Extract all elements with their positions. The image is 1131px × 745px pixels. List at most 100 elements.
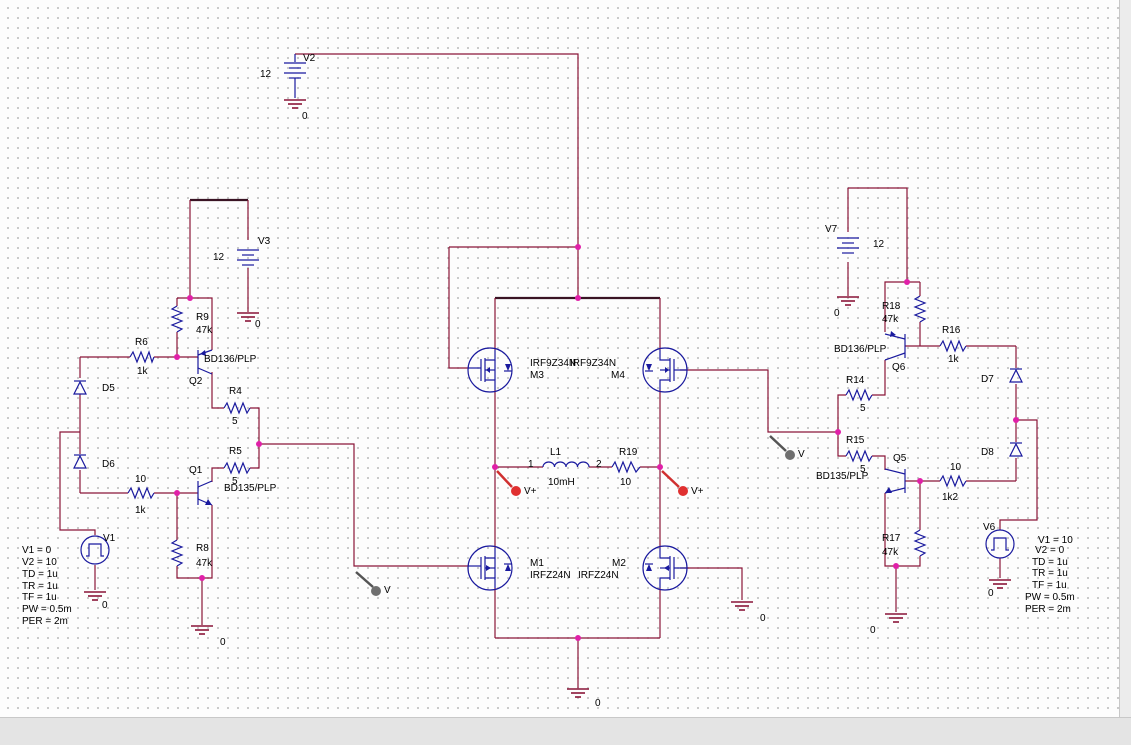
v6-param: V1 = 10 [1038,535,1073,546]
source-v2[interactable]: V2 12 [260,53,316,98]
mosfet-m2[interactable]: M2 IRFZ24N [578,545,688,591]
source-v6[interactable]: V6 V1 = 10 V2 = 0 TD = 1u TR = 1u TF = 1… [983,522,1075,615]
resistor-r10[interactable]: 10 1k [127,474,155,516]
source-v7[interactable]: V7 12 [825,224,885,254]
m1-model: IRFZ24N [530,570,571,581]
v6-param: TD = 1u [1032,557,1068,568]
diff-probe-plus[interactable]: V+ [496,470,537,497]
d5-ref: D5 [102,383,115,394]
r1k2-ref: 10 [950,462,962,473]
ground-left-label: 0 [220,637,226,648]
resistor-r6[interactable]: R6 1k [129,337,155,377]
v2-gnd-label: 0 [302,111,308,122]
v7-gnd-label: 0 [834,308,840,319]
q1-ref: Q1 [189,465,203,476]
r5-value: 5 [232,476,238,487]
vertical-scrollbar[interactable] [1119,0,1131,718]
v1-param: PW = 0.5m [22,604,72,615]
v1-param: V2 = 10 [22,557,57,568]
q1-model: BD135/PLP [224,483,277,494]
ground-v1: 0 [84,591,108,611]
diode-d7[interactable]: D7 [981,368,1023,385]
source-v3[interactable]: V3 12 [213,236,271,266]
diode-d5[interactable]: D5 [73,380,115,395]
resistor-r5[interactable]: R5 5 [223,446,251,487]
l1-value: 10mH [548,477,575,488]
ground-right: 0 [870,613,907,636]
resistor-r8[interactable]: R8 47k [170,539,213,569]
r8-ref: R8 [196,543,209,554]
resistor-r15[interactable]: R15 5 [845,435,873,475]
mosfet-m4[interactable]: IRF9Z34N M4 [570,347,688,393]
v6-gnd-label: 0 [988,588,994,599]
r15-value: 5 [860,464,866,475]
r9-ref: R9 [196,312,209,323]
ground-m2: 0 [731,601,766,624]
q2-ref: Q2 [189,376,203,387]
horizontal-scrollbar[interactable] [0,717,1131,745]
l1-pin1: 1 [528,459,534,470]
r16-ref: R16 [942,325,961,336]
resistor-r4[interactable]: R4 5 [223,386,251,427]
resistor-r9[interactable]: R9 47k [170,305,213,336]
schematic-diagram: V2 12 0 V3 12 0 V7 12 0 R9 4 [22,53,1075,709]
transistor-q1[interactable]: Q1 BD135/PLP [189,465,277,506]
resistor-r14[interactable]: R14 5 [845,375,873,414]
inductor-l1[interactable]: L1 10mH 1 2 [528,447,602,488]
l1-pin2: 2 [596,459,602,470]
v1-param: PER = 2m [22,616,68,627]
voltage-probe-left[interactable]: V [355,571,391,596]
v7-value: 12 [873,239,885,250]
v1-param: TD = 1u [22,569,58,580]
r16-value: 1k [948,354,960,365]
r18-value: 47k [882,314,899,325]
mosfet-m1[interactable]: M1 IRFZ24N [467,545,571,591]
junctions [174,244,1019,641]
transistor-q6[interactable]: BD136/PLP Q6 [834,331,906,373]
transistor-q5[interactable]: Q5 BD135/PLP [816,453,907,494]
v3-gnd-label: 0 [255,319,261,330]
v1-gnd-label: 0 [102,600,108,611]
source-v1[interactable]: V1 V1 = 0 V2 = 10 TD = 1u TR = 1u TF = 1… [22,533,116,627]
diff-probe-minus[interactable]: V+ [661,470,704,497]
resistor-r16[interactable]: R16 1k [939,325,967,365]
q5-model: BD135/PLP [816,471,869,482]
diode-d6[interactable]: D6 [73,454,115,470]
probe-label: V [384,585,391,596]
m3-ref: M3 [530,370,544,381]
probe-label: V+ [524,486,537,497]
r19-value: 10 [620,477,632,488]
ground-center-label: 0 [595,698,601,709]
v1-params: V1 = 0 V2 = 10 TD = 1u TR = 1u TF = 1u P… [22,545,72,627]
r8-value: 47k [196,558,213,569]
resistor-r19[interactable]: R19 10 [611,447,641,488]
transistor-q2[interactable]: BD136/PLP Q2 [189,349,257,387]
resistor-r1k2[interactable]: 10 1k2 [939,462,967,503]
ground-v2: 0 [284,99,308,122]
ground-v7: 0 [834,296,859,319]
r10-value: 1k [135,505,147,516]
r19-ref: R19 [619,447,638,458]
r14-value: 5 [860,403,866,414]
v3-value: 12 [213,252,225,263]
r4-value: 5 [232,416,238,427]
v1-param: TF = 1u [22,592,57,603]
diode-d8[interactable]: D8 [981,442,1023,458]
v1-param: TR = 1u [22,581,58,592]
ground-v6: 0 [988,579,1011,599]
r18-ref: R18 [882,301,901,312]
resistor-r18[interactable]: R18 47k [882,295,927,325]
probe-label: V+ [691,486,704,497]
r5-ref: R5 [229,446,242,457]
v1-ref: V1 [103,533,116,544]
r17-ref: R17 [882,533,901,544]
r4-ref: R4 [229,386,242,397]
q2-model: BD136/PLP [204,354,257,365]
resistor-r17[interactable]: R17 47k [882,529,927,558]
ground-right-label: 0 [870,625,876,636]
r1k2-value: 1k2 [942,492,959,503]
voltage-probe-right[interactable]: V [769,435,805,460]
mosfet-m3[interactable]: IRF9Z34N M3 [467,347,576,393]
v1-param: V1 = 0 [22,545,52,556]
